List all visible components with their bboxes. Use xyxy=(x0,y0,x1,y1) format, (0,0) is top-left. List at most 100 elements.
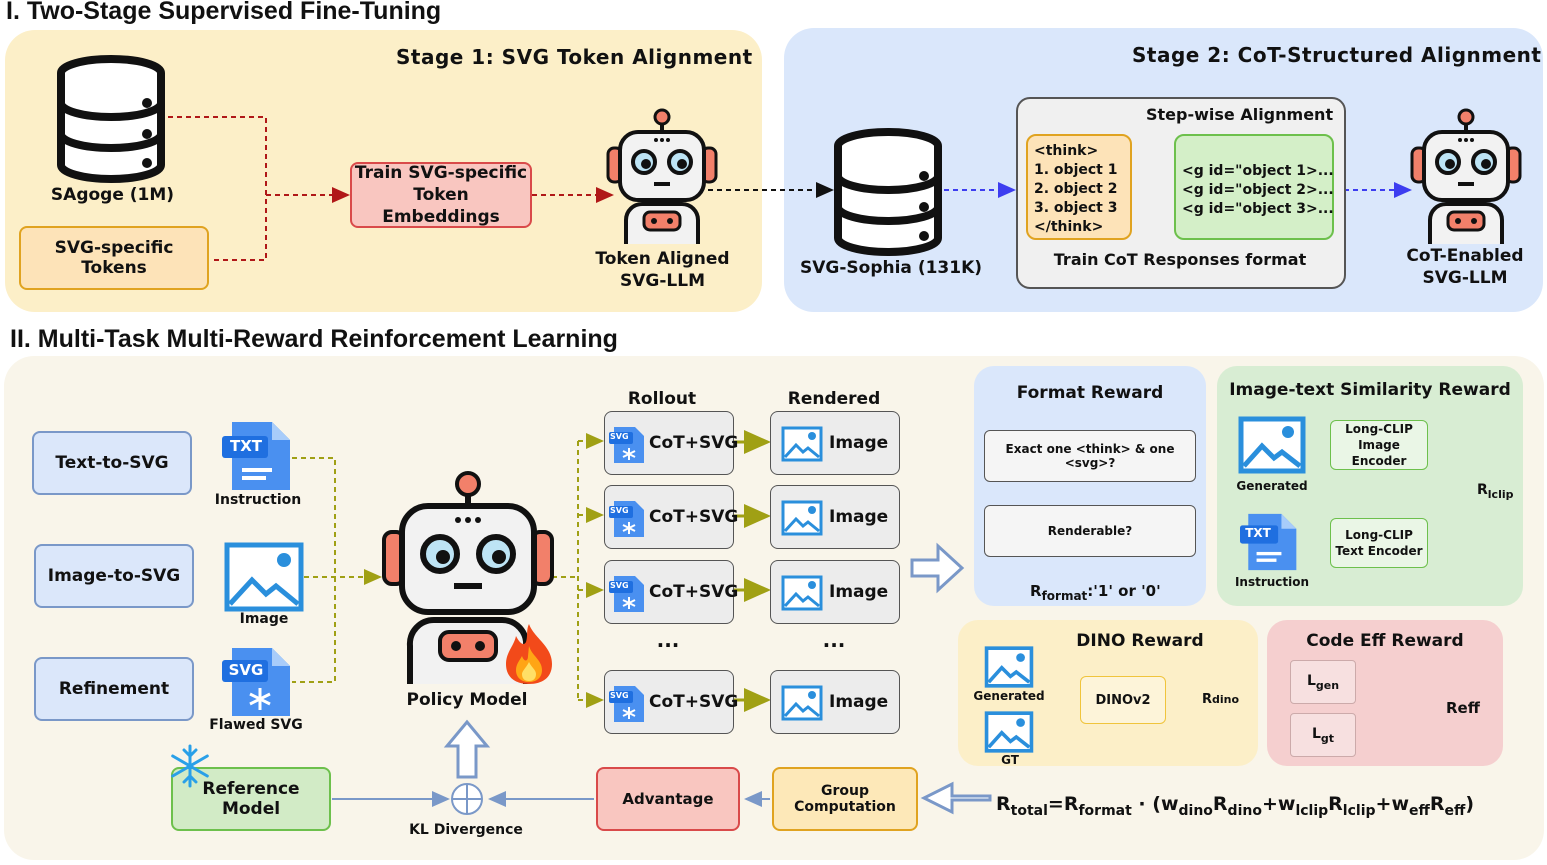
rollout-ellipsis: ... xyxy=(656,628,680,652)
task-label: Refinement xyxy=(58,679,170,699)
image-icon xyxy=(1238,416,1306,474)
kl-divergence-label: KL Divergence xyxy=(409,822,523,838)
rendered-item: Image xyxy=(770,485,900,549)
cot-enabled-line2: SVG-LLM xyxy=(1422,268,1508,288)
advantage-box: Advantage xyxy=(596,767,740,831)
rollout-item: SVG CoT+SVG xyxy=(604,485,738,549)
rollout-label: CoT+SVG xyxy=(649,507,739,527)
long-clip-text-encoder: Long-CLIP Text Encoder xyxy=(1330,518,1428,568)
task-image-to-svg: Image-to-SVG xyxy=(34,544,194,608)
group-computation-label: Group Computation xyxy=(794,783,896,815)
token-aligned-label: Token Aligned SVG-LLM xyxy=(590,248,735,292)
file-badge: SVG xyxy=(610,506,629,515)
image-icon xyxy=(781,500,823,536)
rollout-label: CoT+SVG xyxy=(649,692,739,712)
database-icon xyxy=(834,128,942,256)
file-badge: SVG xyxy=(610,432,629,441)
format-reward-panel xyxy=(974,366,1206,606)
image-icon xyxy=(781,426,823,462)
task-refinement: Refinement xyxy=(34,657,194,721)
train-embeddings-line1: Train SVG-specific xyxy=(354,163,528,183)
rendered-header: Rendered xyxy=(787,389,881,409)
fire-icon xyxy=(506,624,552,684)
svg-file-icon xyxy=(609,576,644,612)
image-icon xyxy=(224,542,304,612)
dino-reward-title: DINO Reward xyxy=(1076,631,1204,651)
task-label: Text-to-SVG xyxy=(55,453,169,473)
clip-result: Rlclip xyxy=(1477,482,1514,501)
dinov2-box: DINOv2 xyxy=(1080,676,1166,724)
eff-reward-title: Code Eff Reward xyxy=(1306,631,1464,651)
group-computation-box: Group Computation xyxy=(772,767,918,831)
encoder-line: Text Encoder xyxy=(1335,544,1423,558)
encoder-line: Long-CLIP xyxy=(1345,422,1413,436)
token-aligned-line2: SVG-LLM xyxy=(620,271,705,291)
snowflake-icon xyxy=(171,744,209,788)
format-question-2: Renderable? xyxy=(984,505,1196,557)
g-box: <g id="object 1>... <g id="object 2>... … xyxy=(1174,134,1334,240)
long-clip-image-encoder: Long-CLIP Image Encoder xyxy=(1330,420,1428,470)
task-label: Image-to-SVG xyxy=(47,566,181,586)
svg-tokens-label: SVG-specific Tokens xyxy=(54,238,174,278)
dino-result: Rdino xyxy=(1202,692,1240,707)
think-box: <think> 1. object 1 2. object 2 3. objec… xyxy=(1026,134,1132,240)
section-2-title: II. Multi-Task Multi-Reward Reinforcemen… xyxy=(10,325,618,353)
file-badge: SVG xyxy=(610,581,629,590)
format-question-label: Exact one <think> & one <svg>? xyxy=(1005,442,1175,470)
cot-enabled-label: CoT-Enabled SVG-LLM xyxy=(1392,245,1538,289)
reference-model-label: Reference Model xyxy=(202,779,300,819)
image-icon xyxy=(984,646,1034,688)
train-embeddings-box: Train SVG-specific Token Embeddings xyxy=(350,162,532,228)
clip-instruction-label: Instruction xyxy=(1234,575,1310,589)
rendered-ellipsis: ... xyxy=(822,628,846,652)
think-line: 2. object 2 xyxy=(1034,181,1118,197)
g-line: <g id="object 2>... xyxy=(1182,182,1334,198)
rollout-header: Rollout xyxy=(627,389,697,409)
rollout-label: CoT+SVG xyxy=(649,433,739,453)
instruction-label: Instruction xyxy=(214,492,302,508)
svg-file-icon xyxy=(609,686,644,722)
sagoge-label: SAgoge (1M) xyxy=(50,185,175,205)
robot-icon xyxy=(606,108,718,244)
image-icon xyxy=(781,685,823,721)
think-line: 3. object 3 xyxy=(1034,200,1118,216)
txt-badge: TXT xyxy=(229,437,263,455)
think-line: <think> xyxy=(1034,143,1099,159)
clip-reward-title: Image-text Similarity Reward xyxy=(1229,380,1511,400)
flawed-svg-label: Flawed SVG xyxy=(209,717,303,733)
lgt-label: Lgt xyxy=(1311,725,1335,745)
rendered-item: Image xyxy=(770,411,900,475)
txt-file-icon xyxy=(222,422,290,490)
rendered-item: Image xyxy=(770,560,900,624)
rollout-item: SVG CoT+SVG xyxy=(604,670,738,734)
think-line: 1. object 1 xyxy=(1034,162,1118,178)
clip-generated-label: Generated xyxy=(1236,479,1308,493)
rollout-label: CoT+SVG xyxy=(649,582,739,602)
clip-txt-badge: TXT xyxy=(1245,526,1271,540)
encoder-line: Long-CLIP xyxy=(1345,528,1413,542)
rendered-label: Image xyxy=(829,433,889,453)
svg-file-icon xyxy=(609,501,644,537)
image-icon xyxy=(984,711,1034,753)
train-embeddings-line2: Token Embeddings xyxy=(382,185,500,227)
policy-model-label: Policy Model xyxy=(406,690,528,710)
dinov2-label: DINOv2 xyxy=(1095,692,1151,708)
svg-tokens-box: SVG-specific Tokens xyxy=(19,226,209,290)
encoder-line: Image Encoder xyxy=(1351,438,1407,468)
think-line: </think> xyxy=(1034,219,1104,235)
lgt-box: Lgt xyxy=(1290,713,1356,757)
rendered-label: Image xyxy=(829,692,889,712)
robot-icon xyxy=(1410,108,1522,244)
file-badge: SVG xyxy=(610,691,629,700)
eff-result: Reff xyxy=(1446,699,1480,717)
dino-gt-label: GT xyxy=(1001,753,1019,767)
svg-badge: SVG xyxy=(228,661,264,679)
txt-file-icon xyxy=(1240,513,1297,571)
token-aligned-line1: Token Aligned xyxy=(595,249,730,269)
database-icon xyxy=(57,55,165,183)
rendered-label: Image xyxy=(829,507,889,527)
lgen-label: Lgen xyxy=(1306,672,1340,692)
dino-generated-label: Generated xyxy=(973,689,1045,703)
rendered-label: Image xyxy=(829,582,889,602)
stage2-title: Stage 2: CoT-Structured Alignment xyxy=(1132,43,1542,67)
